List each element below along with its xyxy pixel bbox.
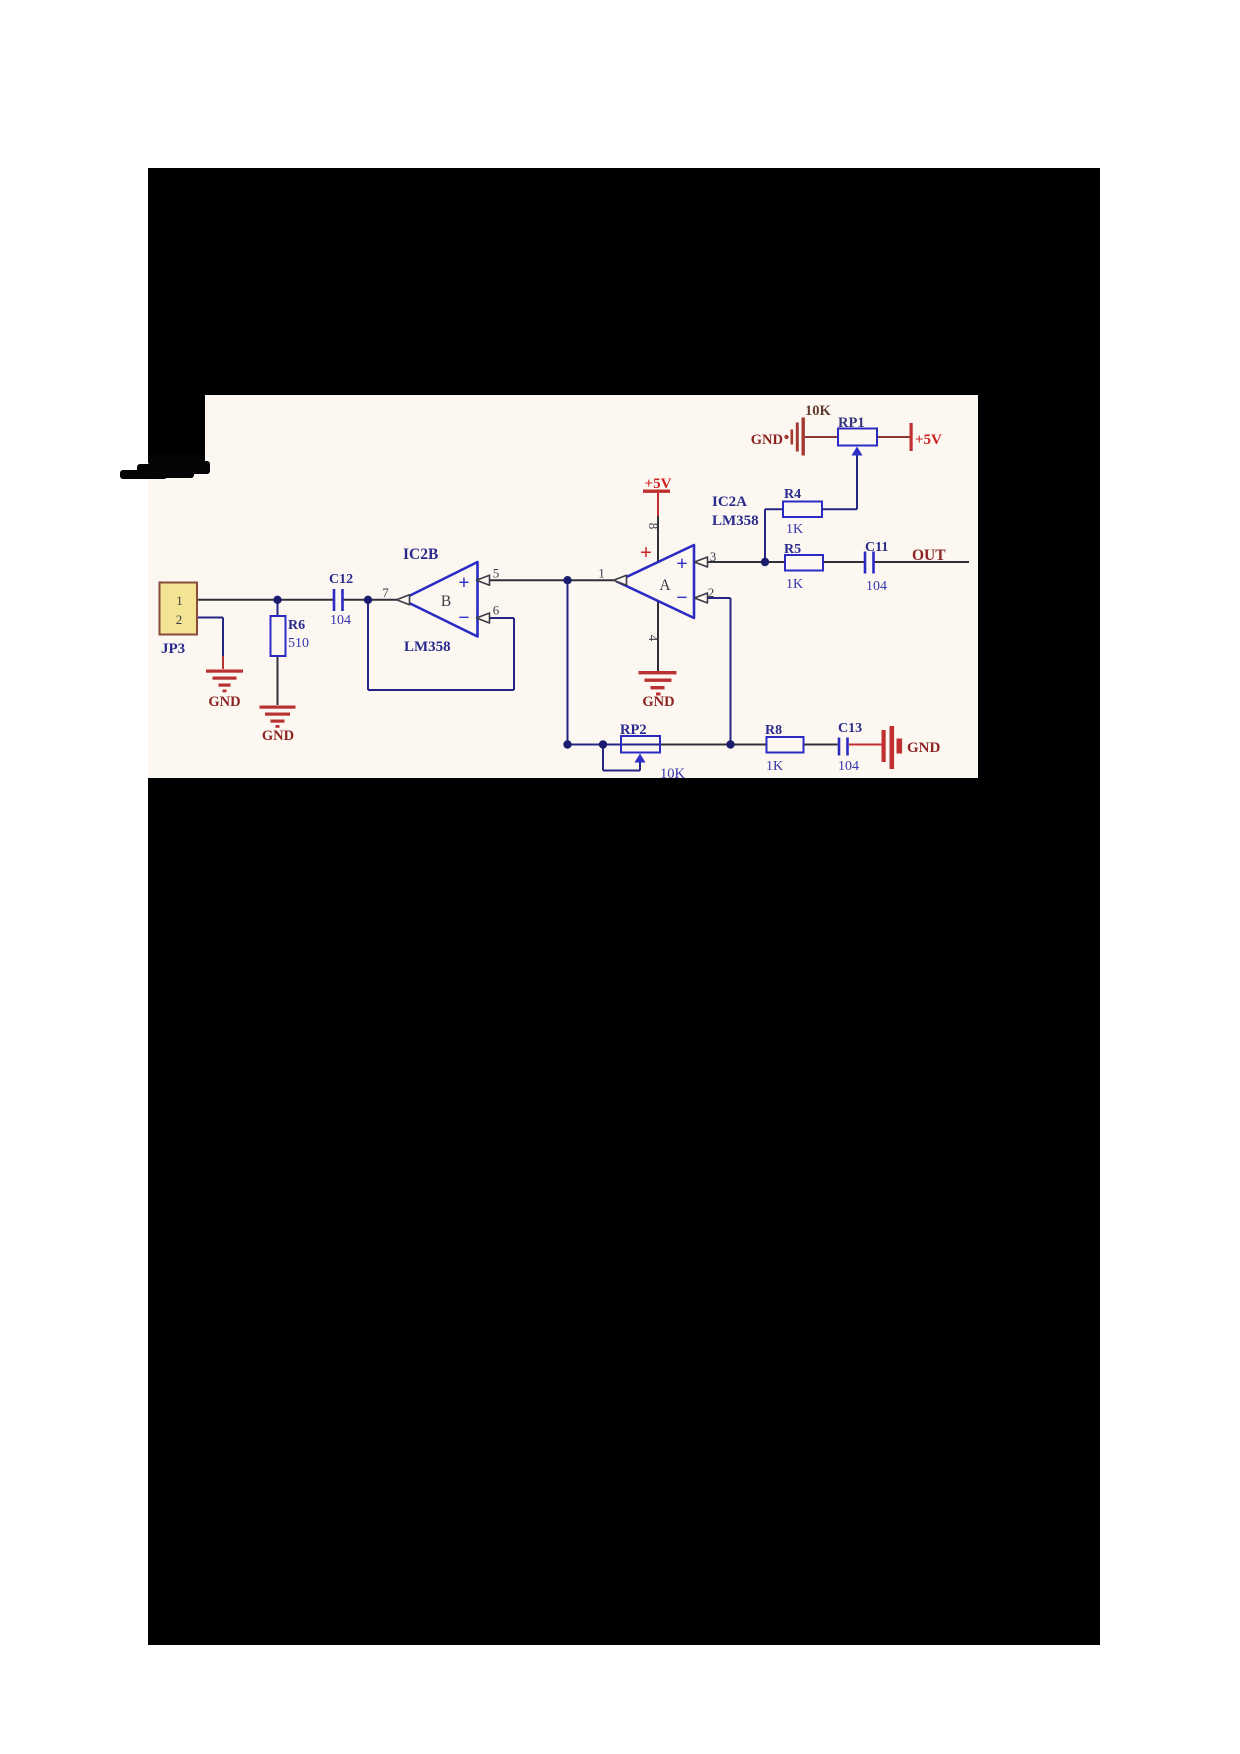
opamp-b-section: B	[441, 593, 451, 610]
opamp-a-section: A	[659, 577, 671, 594]
r5-designator: R5	[784, 542, 801, 557]
scan-artifact-smudge	[148, 455, 205, 465]
c13-value: 104	[838, 759, 859, 774]
scan-artifact-notch	[148, 395, 205, 461]
c12-designator: C12	[329, 572, 353, 587]
redacted-black-area	[148, 168, 1100, 1645]
opamp-a-plus: +	[676, 553, 687, 575]
opamp-a-vcc-mark: +	[640, 540, 652, 564]
c11-value: 104	[866, 579, 887, 594]
jp3-designator: JP3	[161, 641, 185, 657]
rp2-designator: RP2	[620, 722, 647, 738]
opamp-a-pin-gnd: 4	[646, 635, 661, 642]
opamp-b-pin-out: 7	[382, 585, 389, 600]
c11-designator: C11	[865, 540, 888, 555]
potentiometer-wipers	[634, 446, 863, 763]
gnd-symbol-opamp	[638, 671, 677, 696]
gnd-label-rp1: GND	[751, 432, 783, 448]
opamp-a-part: LM358	[712, 513, 759, 529]
opamp-a-pin-plus: 3	[710, 549, 717, 564]
gnd-symbol-r6	[259, 705, 296, 728]
opamp-a-pin-vcc: 8	[646, 523, 661, 530]
r6-designator: R6	[288, 618, 305, 633]
gnd-symbol-jp3	[206, 669, 243, 693]
vcc-label-rp1: +5V	[915, 432, 942, 448]
gnd-symbol-rp1	[784, 417, 805, 456]
opamp-b-pin-plus: 5	[493, 566, 500, 581]
jp3-pin1-label: 1	[176, 593, 183, 608]
opamp-b-pin-minus: 6	[493, 603, 500, 618]
opamp-b-minus: −	[458, 607, 469, 629]
schematic-drawing: 1 2 JP3 GND R6 510 GND C12 104 7 IC2B B …	[158, 403, 969, 778]
labels: 1 2 JP3 GND R6 510 GND C12 104 7 IC2B B …	[161, 403, 946, 778]
opamp-a-minus: −	[676, 587, 687, 609]
signal-wires	[197, 516, 969, 746]
opamp-b-designator: IC2B	[403, 546, 438, 563]
net-wires	[197, 454, 858, 772]
power-wires	[222, 436, 910, 746]
rp1-value: 10K	[805, 403, 832, 419]
opamp-b-part: LM358	[404, 639, 451, 655]
c12-value: 104	[330, 613, 351, 628]
resistor-bodies	[269, 427, 878, 754]
rp2-value: 10K	[660, 766, 686, 778]
gnd-label-opamp: GND	[642, 694, 674, 710]
r6-value: 510	[288, 636, 309, 651]
r8-designator: R8	[765, 723, 782, 738]
opamp-triangles	[400, 543, 696, 638]
rp1-designator: RP1	[838, 415, 865, 431]
gnd-label-r6: GND	[262, 728, 294, 744]
capacitor-plates	[332, 551, 875, 756]
junction-dots	[273, 557, 770, 749]
r5-value: 1K	[786, 577, 803, 592]
jp3-pin2-label: 2	[176, 612, 183, 627]
scan-artifact-smudge	[137, 464, 167, 479]
opamp-b-plus: +	[458, 572, 469, 594]
jp3-connector	[158, 581, 198, 636]
opamp-a-designator: IC2A	[712, 494, 747, 510]
r4-value: 1K	[786, 522, 803, 537]
pin-arrows	[395, 556, 709, 624]
opamp-a-pin-minus: 2	[708, 585, 715, 600]
vcc-bars	[643, 423, 913, 493]
r4-designator: R4	[784, 487, 801, 502]
schematic-canvas: 1 2 JP3 GND R6 510 GND C12 104 7 IC2B B …	[148, 395, 978, 778]
gnd-label-jp3: GND	[208, 694, 240, 710]
vcc-label-opamp: +5V	[645, 476, 672, 492]
out-label: OUT	[912, 547, 946, 564]
gnd-label-c13: GND	[907, 740, 941, 756]
c13-designator: C13	[838, 721, 862, 736]
scan-artifact-smudge	[120, 470, 144, 479]
gnd-symbol-c13	[881, 726, 903, 769]
r8-value: 1K	[766, 759, 783, 774]
scan-artifact-smudge	[160, 461, 194, 478]
opamp-a-pin-out: 1	[598, 566, 605, 581]
